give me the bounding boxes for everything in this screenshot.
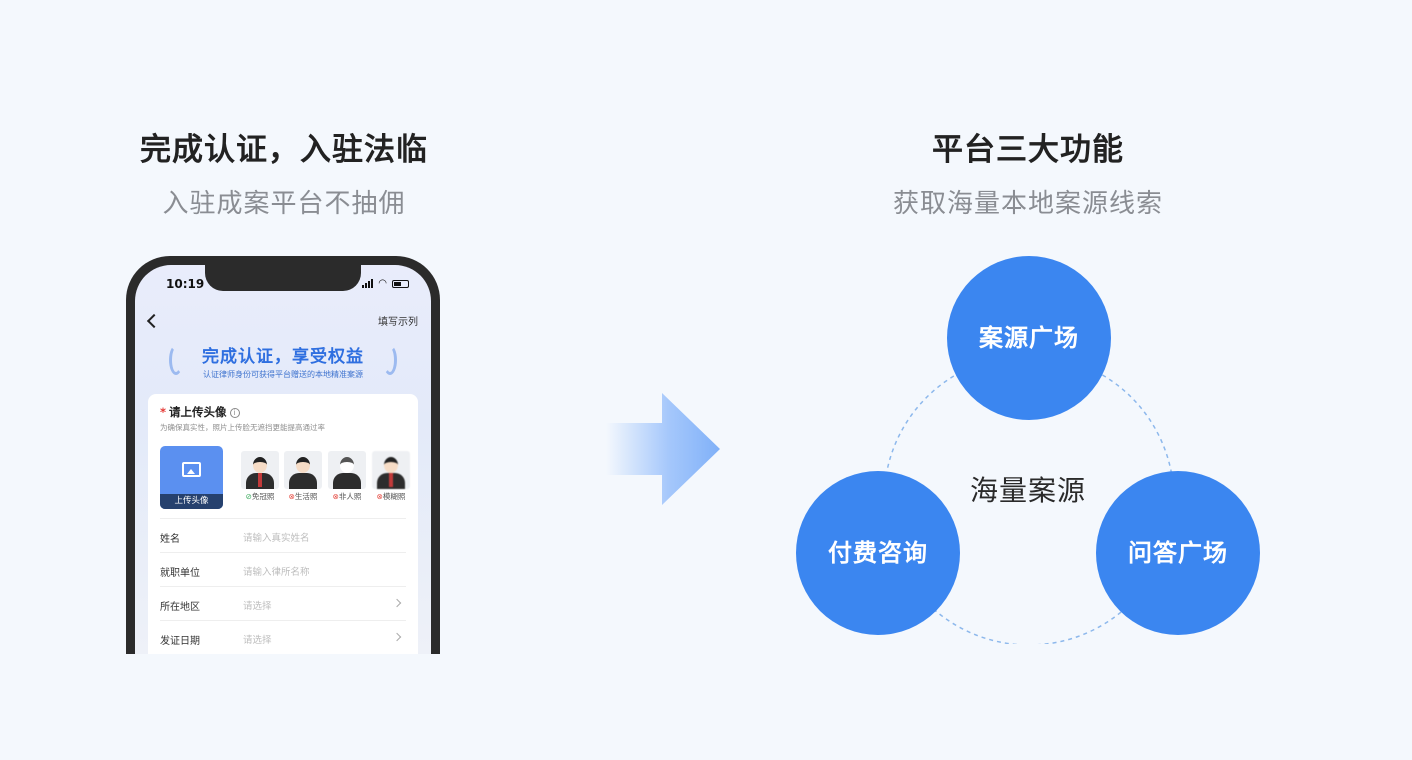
chevron-right-icon [392,632,402,642]
left-title: 完成认证，入驻法临 [140,132,428,168]
cross-icon: ⊗ [288,492,295,501]
example-photo: ⊗模糊照 [372,451,410,502]
upload-title-text: 请上传头像 [169,405,227,419]
laurel-right-icon [383,345,397,375]
form-label: 姓名 [160,534,180,545]
example-avatar [328,451,366,489]
right-subtitle: 获取海量本地案源线索 [892,189,1163,219]
region-select[interactable]: 请选择 [243,601,272,612]
phone-notch [205,265,361,291]
example-avatar [284,451,322,489]
example-label: 模糊照 [382,492,406,501]
cross-icon: ⊗ [376,492,383,501]
phone-screen: 10:19 ◠ 填写示列 完成认证，享受权益 认证律师身份可获得平台赠送的本地精… [135,265,431,654]
wifi-icon: ◠ [378,278,387,289]
banner-subtitle: 认证律师身份可获得平台赠送的本地精准案源 [203,370,363,379]
form-row-name[interactable]: 姓名 请输入真实姓名 [160,518,406,552]
example-photo: ⊗生活照 [284,451,322,502]
form-label: 所在地区 [160,602,200,613]
left-subtitle: 入驻成案平台不抽佣 [162,189,406,219]
example-photo: ⊗非人照 [328,451,366,502]
name-input[interactable]: 请输入真实姓名 [243,533,310,544]
form-label: 发证日期 [160,636,200,647]
issue-date-select[interactable]: 请选择 [243,635,272,646]
example-photo: ⊘免冠照 [241,451,279,502]
back-icon[interactable] [146,313,162,329]
required-mark: * [160,405,167,419]
right-heading: 平台三大功能 获取海量本地案源线索 [878,124,1178,220]
example-avatar [372,451,410,489]
image-icon [182,462,201,477]
form-label: 就职单位 [160,568,200,579]
upload-avatar-button[interactable]: 上传头像 [160,446,223,509]
phone-mockup: 10:19 ◠ 填写示列 完成认证，享受权益 认证律师身份可获得平台赠送的本地精… [126,256,440,654]
signal-icon [362,279,374,288]
example-avatar [241,451,279,489]
status-time: 10:19 [166,277,205,291]
cross-icon: ⊗ [332,492,339,501]
example-label: 生活照 [294,492,318,501]
right-title: 平台三大功能 [932,132,1124,168]
example-label: 免冠照 [251,492,275,501]
arrow-right-icon [606,393,720,505]
status-icons: ◠ [362,278,409,289]
upload-hint: 为确保真实性，照片上传脸无遮挡更能提高通过率 [160,423,325,432]
battery-icon [392,279,409,288]
info-icon[interactable]: i [229,408,240,418]
laurel-left-icon [169,345,183,375]
feature-case-square: 案源广场 [947,256,1111,420]
employer-input[interactable]: 请输入律所名称 [243,567,310,578]
center-label: 海量案源 [969,474,1086,507]
chevron-right-icon [392,598,402,608]
check-icon: ⊘ [245,492,252,501]
form-row-region[interactable]: 所在地区 请选择 [160,586,406,620]
left-heading: 完成认证，入驻法临 入驻成案平台不抽佣 [134,124,434,220]
banner-title: 完成认证，享受权益 [202,347,364,367]
upload-avatar-label: 上传头像 [160,494,223,509]
form-row-issue-date[interactable]: 发证日期 请选择 [160,620,406,654]
feature-diagram: 海量案源 案源广场 付费咨询 问答广场 [790,254,1270,644]
feature-paid-consult: 付费咨询 [796,471,960,635]
feature-qa-square: 问答广场 [1096,471,1260,635]
fill-example-link[interactable]: 填写示列 [378,317,418,328]
form-row-employer[interactable]: 就职单位 请输入律所名称 [160,552,406,586]
example-label: 非人照 [338,492,362,501]
